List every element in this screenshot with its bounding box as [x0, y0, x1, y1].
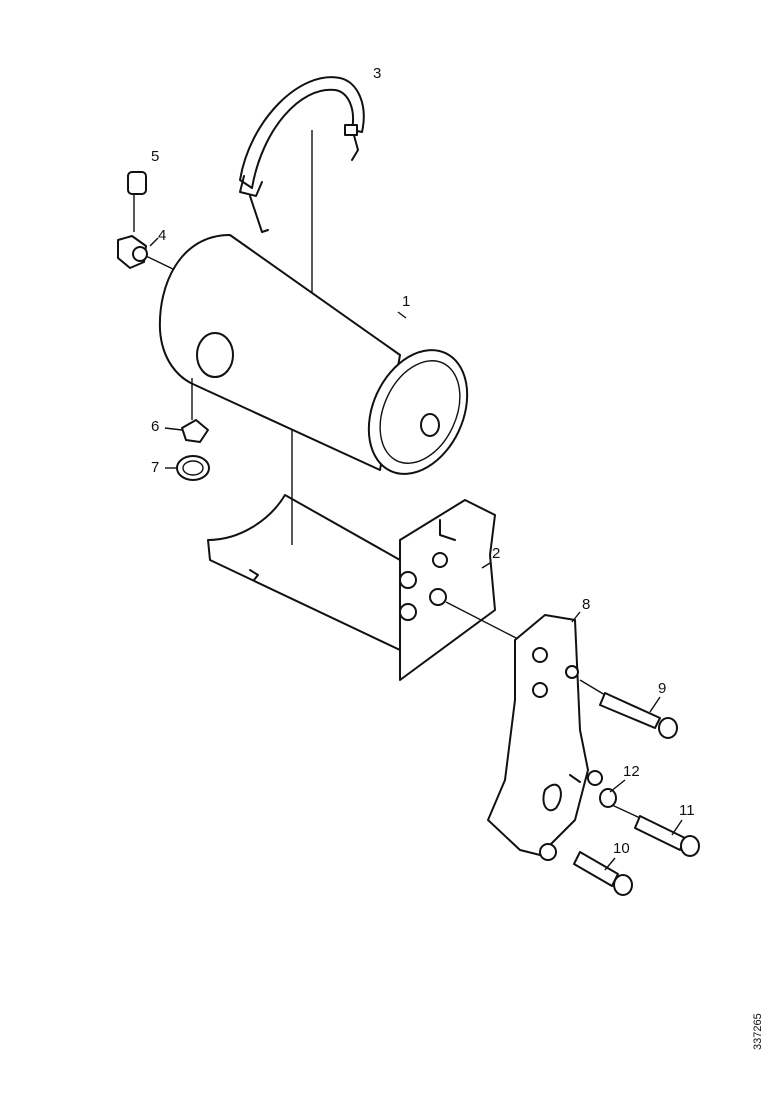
drain-valve — [127, 171, 147, 232]
callout-1: 1 — [402, 293, 410, 310]
callout-5: 5 — [151, 148, 159, 165]
leader-line — [445, 601, 521, 641]
leader-line — [571, 611, 581, 623]
callout-9: 9 — [658, 680, 666, 697]
callout-8: 8 — [582, 596, 590, 613]
air-tank — [158, 234, 469, 475]
bolt-lower-right — [611, 804, 700, 857]
tank-fitting — [181, 378, 209, 443]
callout-7: 7 — [151, 459, 159, 476]
leader-line — [145, 255, 176, 271]
callout-3: 3 — [373, 65, 381, 82]
callout-4: 4 — [158, 227, 166, 244]
seal-ring — [176, 455, 210, 481]
mounting-plate — [487, 614, 589, 861]
leader-line — [671, 819, 683, 836]
leader-line — [604, 857, 616, 871]
callout-6: 6 — [151, 418, 159, 435]
leader-line — [149, 237, 159, 247]
plug-fitting — [117, 235, 148, 269]
leader-line — [397, 311, 407, 319]
bolt-lower — [573, 851, 633, 896]
tank-bracket — [207, 430, 496, 681]
leader-line — [481, 562, 491, 569]
leader-line — [609, 779, 626, 793]
callout-12: 12 — [623, 763, 640, 780]
leader-line — [164, 427, 183, 431]
nut — [569, 770, 617, 808]
callout-11: 11 — [679, 802, 695, 819]
callout-2: 2 — [492, 545, 500, 562]
leader-line — [649, 696, 661, 713]
drawing-code: 337265 — [752, 1013, 764, 1050]
callout-10: 10 — [613, 840, 630, 857]
bolt-upper — [579, 679, 678, 739]
tank-strap — [239, 76, 365, 233]
